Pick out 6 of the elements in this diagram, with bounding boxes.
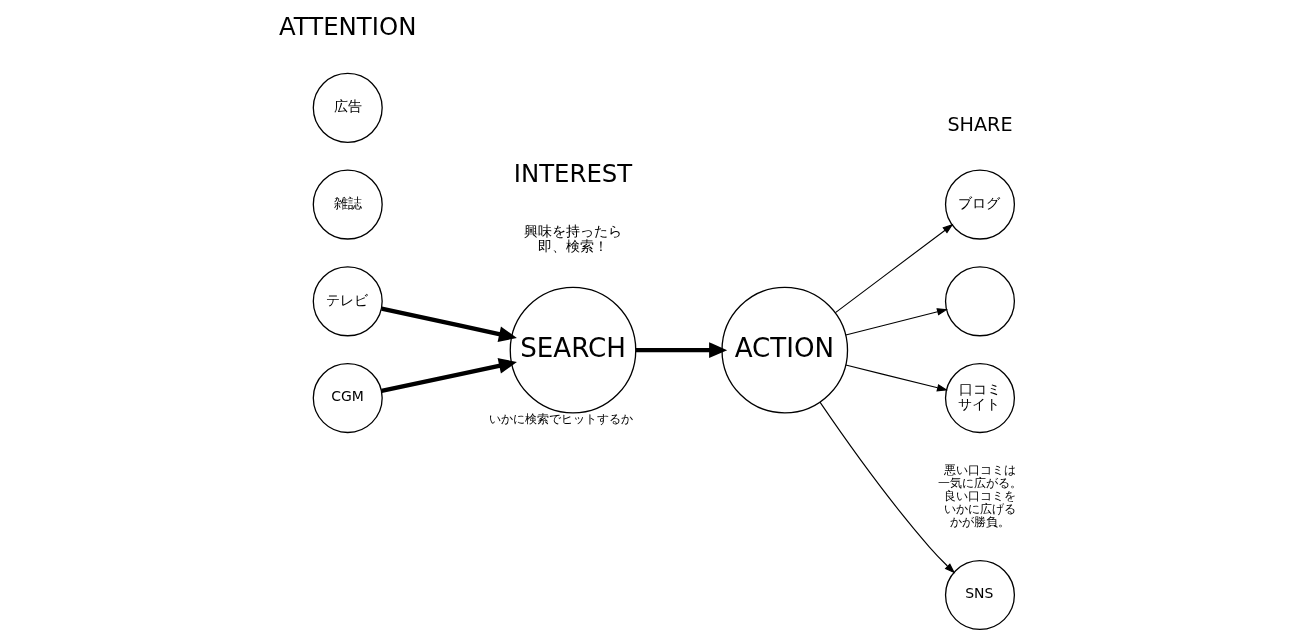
node-label: 悪い口コミは一気に広がる。良い口コミをいかに広げるかが勝負。 (937, 462, 1022, 529)
label: 興味を持ったら即、検索！ (523, 222, 622, 255)
label: ATTENTION (278, 11, 416, 41)
node-label: いかに検索でヒットするか (488, 411, 633, 426)
label: SHARE (946, 113, 1013, 137)
label: INTEREST (513, 158, 632, 188)
